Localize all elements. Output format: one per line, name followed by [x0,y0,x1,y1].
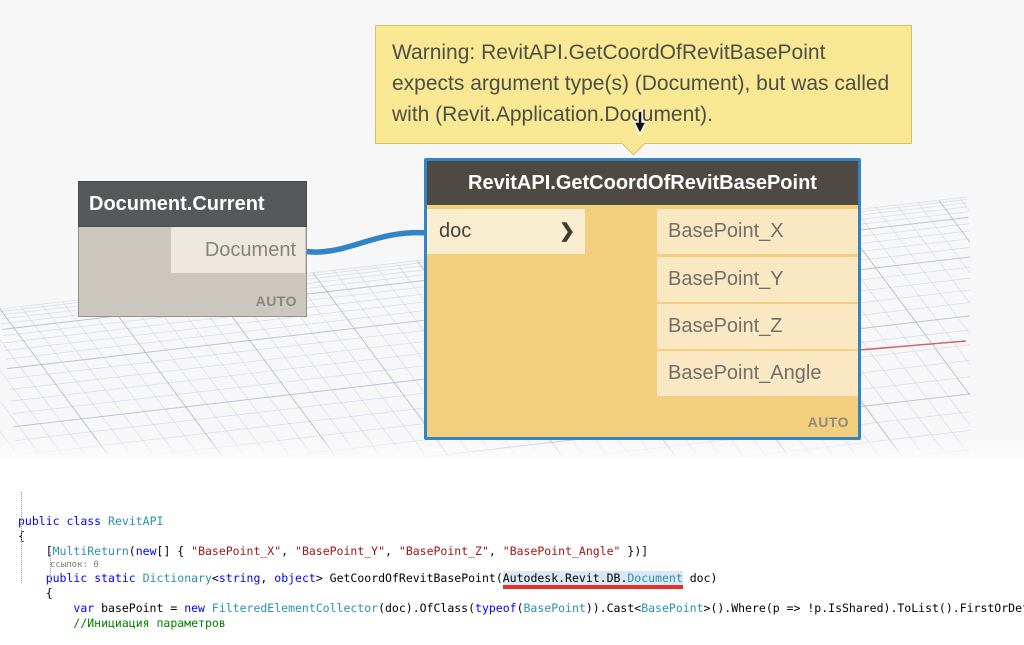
input-port-doc[interactable]: doc ❯ [427,209,585,254]
argument-type-highlight: Autodesk.Revit.DB. [502,571,628,589]
dynamo-workspace[interactable]: Document.Current Document AUTO RevitAPI.… [0,0,1024,458]
code-lines[interactable]: public class RevitAPI{ [MultiReturn(new[… [18,514,1024,630]
output-port-document[interactable]: Document [171,227,305,273]
code-editor-panel[interactable]: public class RevitAPI{ [MultiReturn(new[… [0,458,1024,630]
indent-guide [21,492,22,583]
node-title-document-current[interactable]: Document.Current [78,181,307,227]
output-port-basepoint-z[interactable]: BasePoint_Z [657,304,858,349]
input-port-doc-label: doc [439,220,472,242]
cursor-arrow-icon [632,110,648,136]
node-revitapi-getcoord[interactable]: RevitAPI.GetCoordOfRevitBasePoint doc ❯ … [424,158,861,440]
lacing-label[interactable]: AUTO [807,414,849,430]
node-title-revitapi[interactable]: RevitAPI.GetCoordOfRevitBasePoint [427,161,858,205]
output-port-basepoint-x[interactable]: BasePoint_X [657,209,858,254]
connector-wire[interactable] [300,229,431,255]
output-port-basepoint-angle[interactable]: BasePoint_Angle [657,351,858,396]
grid-fade [0,438,1024,458]
node-document-current[interactable]: Document.Current Document AUTO [78,181,307,317]
node-body-document-current: Document AUTO [78,227,307,317]
default-value-chevron-icon[interactable]: ❯ [559,221,575,242]
warning-tooltip-text: Warning: RevitAPI.GetCoordOfRevitBasePoi… [392,41,890,126]
output-port-basepoint-y[interactable]: BasePoint_Y [657,257,858,302]
lacing-label[interactable]: AUTO [255,293,297,309]
node-body-revitapi: doc ❯ BasePoint_X BasePoint_Y BasePoint_… [427,205,858,437]
indent-guide [50,552,51,583]
